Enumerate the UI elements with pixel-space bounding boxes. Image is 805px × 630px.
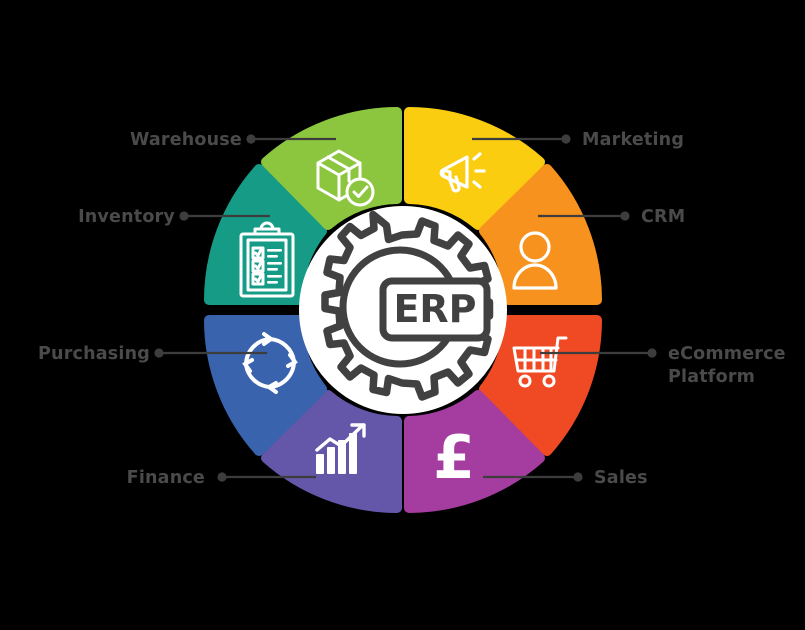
segment-marketing-wedge[interactable] (404, 107, 545, 230)
segment-sales[interactable]: £ (404, 390, 545, 513)
segment-sales-wedge[interactable] (404, 390, 545, 513)
cycle-arrows-icon (242, 332, 298, 394)
connector-finance (217, 472, 316, 482)
segment-crm[interactable] (479, 164, 602, 305)
clipboard-checklist-icon (239, 221, 295, 298)
user-icon (512, 231, 558, 290)
connector-sales (483, 472, 583, 482)
connector-warehouse (246, 134, 336, 144)
growth-chart-icon (315, 423, 366, 474)
segment-marketing[interactable] (404, 107, 545, 230)
label-ecommerce-platform[interactable]: eCommerce Platform (668, 344, 786, 388)
connector-ecommerce (540, 348, 657, 358)
connector-marketing (472, 134, 571, 144)
megaphone-icon (439, 152, 486, 193)
connector-inventory (179, 211, 270, 221)
gear-icon (321, 210, 494, 401)
segment-inventory[interactable] (204, 164, 327, 305)
segment-finance[interactable] (261, 390, 402, 513)
connector-crm (538, 211, 630, 221)
label-sales[interactable]: Sales (594, 468, 648, 488)
shopping-cart-icon (512, 336, 568, 388)
label-inventory[interactable]: Inventory (78, 207, 175, 227)
pound-sterling-icon: £ (433, 423, 475, 493)
connector-lines (154, 134, 657, 482)
label-crm[interactable]: CRM (641, 207, 686, 227)
label-purchasing[interactable]: Purchasing (38, 344, 150, 364)
erp-hub[interactable]: ERP (299, 206, 507, 414)
hub-label: ERP (393, 287, 476, 331)
erp-plate (379, 277, 491, 342)
label-finance[interactable]: Finance (126, 468, 205, 488)
label-warehouse[interactable]: Warehouse (129, 130, 242, 150)
connector-purchasing (154, 348, 267, 358)
package-check-icon (316, 149, 375, 207)
label-marketing[interactable]: Marketing (582, 130, 685, 150)
